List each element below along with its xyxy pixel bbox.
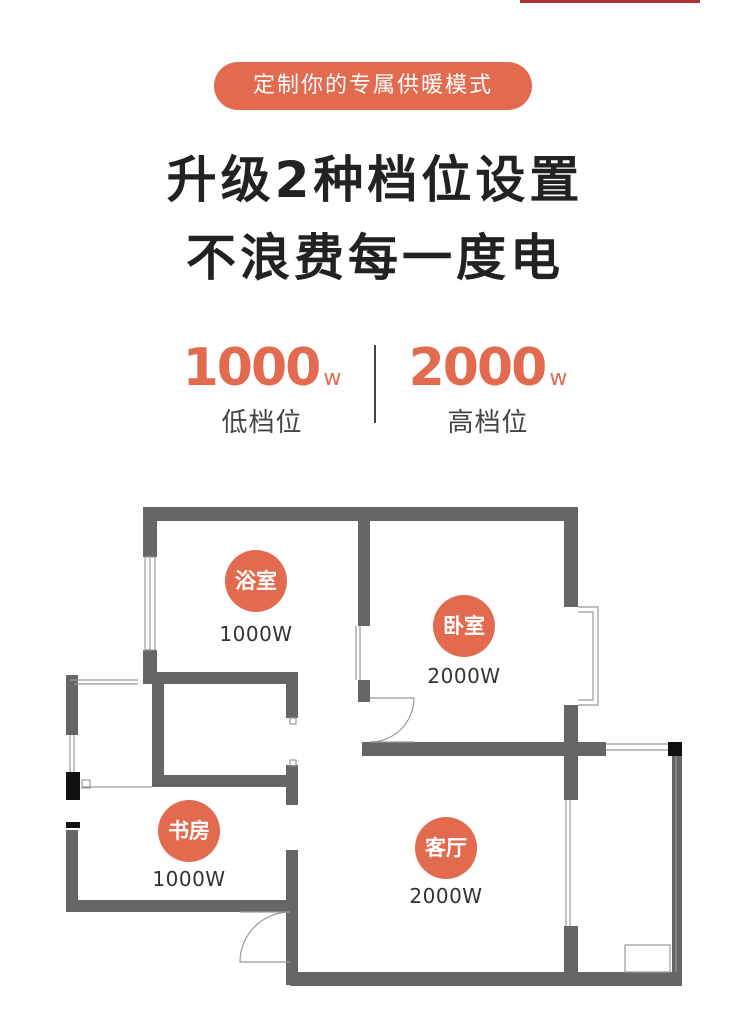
room-power-bedroom: 2000W — [427, 664, 501, 688]
spec-high-unit: w — [549, 366, 568, 391]
spec-low-label: 低档位 — [221, 408, 303, 438]
room-power-study: 1000W — [152, 867, 226, 891]
room-badge-bathroom: 浴室 — [225, 550, 287, 612]
headline-line-2: 不浪费每一度电 — [186, 229, 564, 287]
room-badge-study: 书房 — [158, 800, 220, 862]
top-accent-bar — [520, 0, 700, 3]
spec-high-label: 高档位 — [447, 408, 529, 438]
room-power-living-room: 2000W — [409, 884, 483, 908]
room-badge-bedroom: 卧室 — [433, 595, 495, 657]
spec-divider — [374, 345, 376, 423]
headline-line-1: 升级2种档位设置 — [166, 151, 584, 209]
room-badge-living-room: 客厅 — [415, 817, 477, 879]
spec-low-value: 1000 — [182, 338, 322, 398]
spec-high-value: 2000 — [408, 338, 548, 398]
tag-pill: 定制你的专属供暖模式 — [214, 62, 532, 110]
floor-plan-columns — [66, 742, 682, 828]
room-power-bathroom: 1000W — [219, 622, 293, 646]
floor-plan-walls — [66, 507, 682, 986]
spec-low-unit: w — [323, 366, 342, 391]
floor-plan-doors-windows — [69, 556, 677, 973]
